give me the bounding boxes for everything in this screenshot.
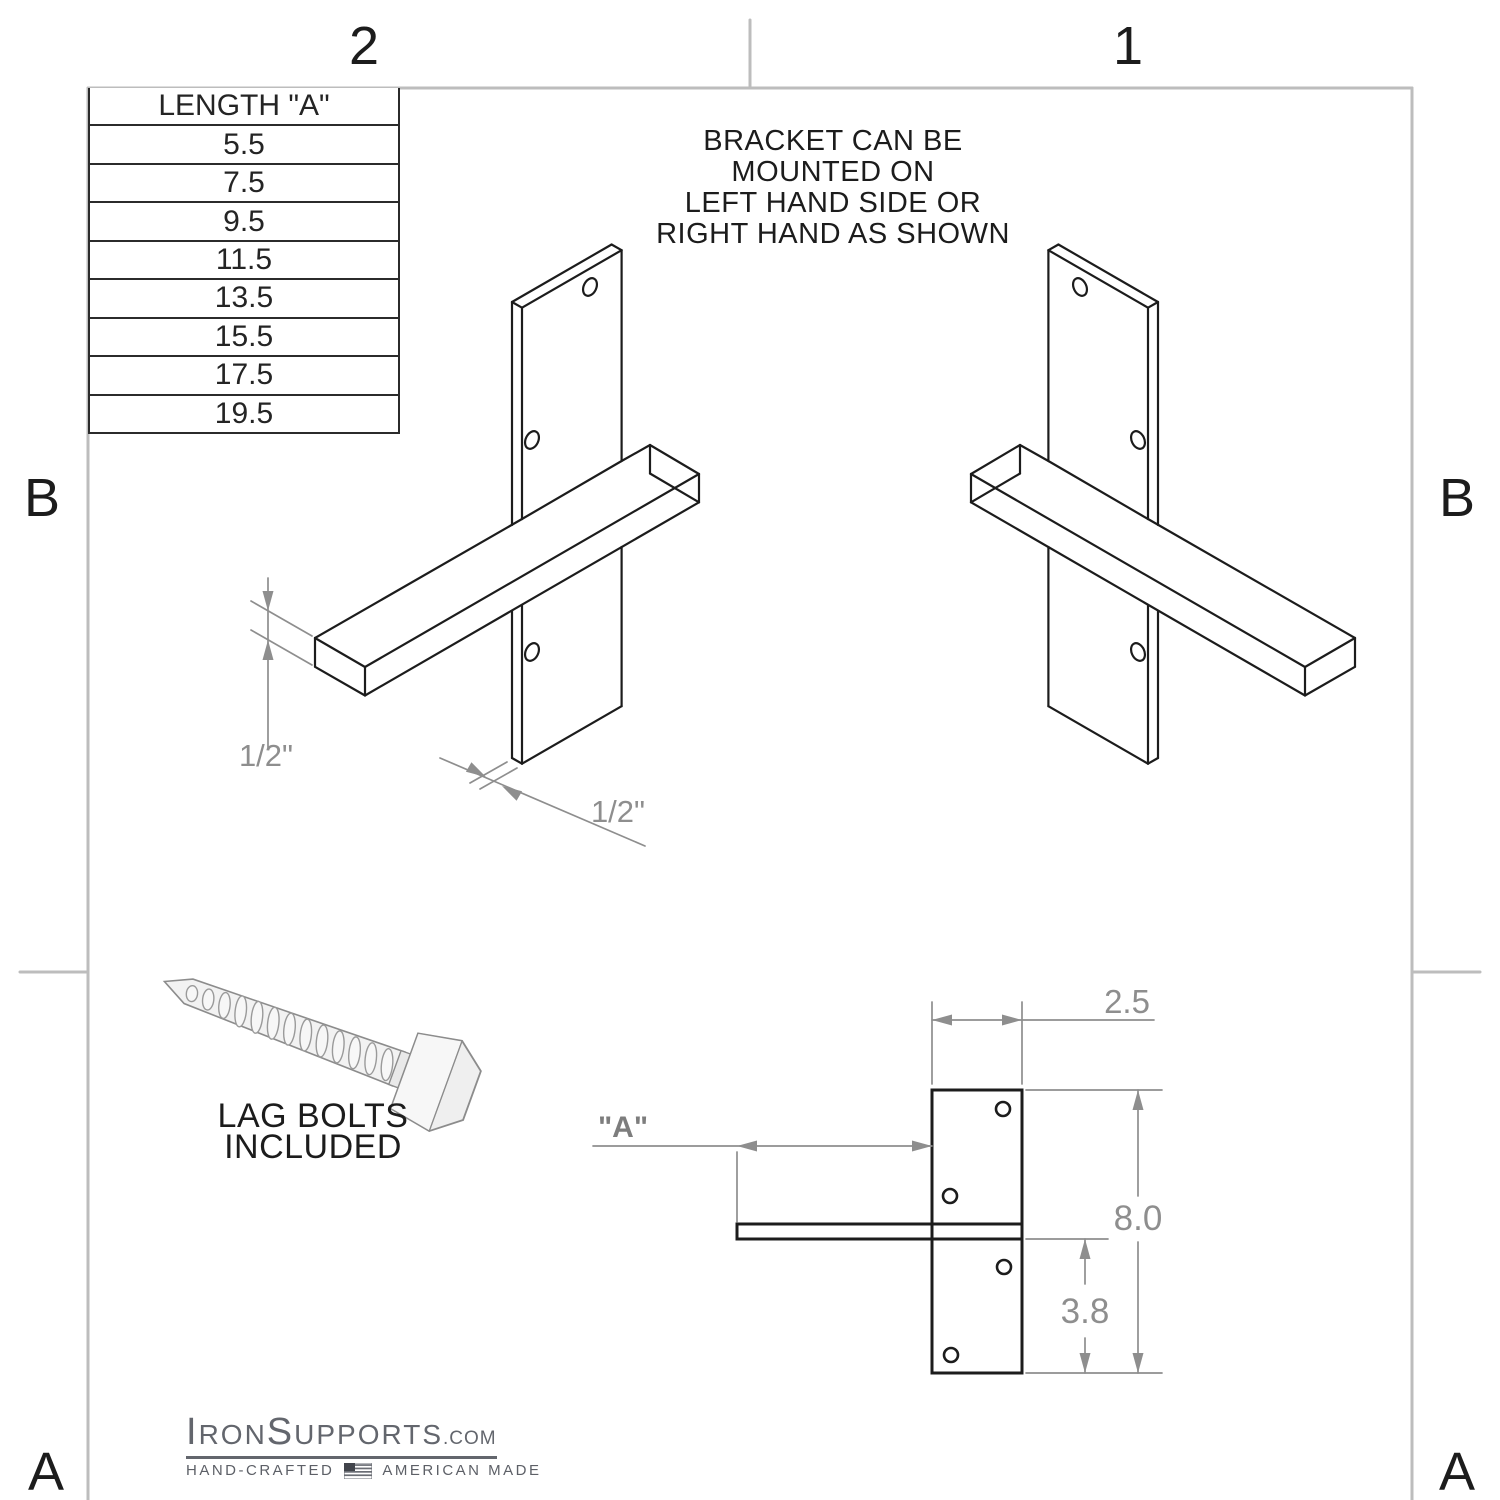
note-line: RIGHT HAND AS SHOWN: [656, 218, 1010, 250]
lag-bolts-caption: LAG BOLTS INCLUDED: [168, 1097, 458, 1166]
lag-bolts-line: INCLUDED: [224, 1128, 402, 1166]
note-line: LEFT HAND SIDE OR: [684, 187, 982, 219]
note-line: MOUNTED ON: [731, 156, 935, 188]
size-table-row: 15.5: [90, 319, 398, 358]
zone-label-b-right: B: [1438, 468, 1476, 528]
logo-tagline-right: AMERICAN MADE: [382, 1462, 542, 1479]
logo-wordmark: IRONSUPPORTS.COM: [186, 1411, 497, 1459]
size-table-row: 17.5: [90, 357, 398, 396]
dim-lower-height: 3.8: [1061, 1292, 1110, 1331]
size-table-row: 13.5: [90, 280, 398, 319]
dim-length-a: "A": [598, 1111, 648, 1144]
isometric-views: [250, 243, 1357, 847]
logo-text: RON: [198, 1419, 267, 1450]
logo-text: UPPORTS: [294, 1419, 444, 1450]
mounting-note: BRACKET CAN BE MOUNTED ON LEFT HAND SIDE…: [613, 126, 1053, 250]
logo-text: I: [186, 1411, 199, 1453]
logo-text: S: [266, 1411, 295, 1453]
size-table-row: 9.5: [90, 203, 398, 242]
size-table-row: 19.5: [214, 396, 274, 430]
dim-plate-thickness: 1/2": [591, 794, 645, 829]
logo-tagline-left: HAND-CRAFTED: [186, 1462, 335, 1479]
size-table-row: 7.5: [90, 165, 398, 204]
size-table-row: 11.5: [90, 242, 398, 281]
dim-plate-height: 8.0: [1114, 1199, 1163, 1238]
dim-plate-width: 2.5: [1104, 983, 1150, 1020]
size-table-row: 5.5: [90, 126, 398, 165]
zone-label-a-left: A: [27, 1442, 65, 1500]
dim-shelf-thickness: 1/2": [239, 738, 293, 773]
size-table-header: LENGTH "A": [90, 88, 398, 127]
zone-label-b-left: B: [23, 468, 61, 528]
lag-bolts-line: LAG BOLTS: [217, 1097, 409, 1135]
us-flag-icon: [344, 1462, 373, 1479]
logo-text: .COM: [443, 1428, 497, 1449]
zone-label-2: 2: [348, 16, 380, 76]
note-line: BRACKET CAN BE: [703, 125, 963, 157]
ironsupports-logo: IRONSUPPORTS.COM HAND-CRAFTED AMERICAN M…: [186, 1411, 542, 1479]
zone-label-a-right: A: [1438, 1442, 1476, 1500]
lag-bolt-image: [162, 978, 482, 1133]
dimension-labels: 1/2" 1/2" "A" 2.5 8.0 3.8: [239, 738, 1162, 1331]
front-view: [592, 1001, 1163, 1375]
zone-label-1: 1: [1112, 16, 1144, 76]
length-size-table: LENGTH "A" 5.5 7.5 9.5 11.5 13.5 15.5 17…: [88, 88, 400, 434]
